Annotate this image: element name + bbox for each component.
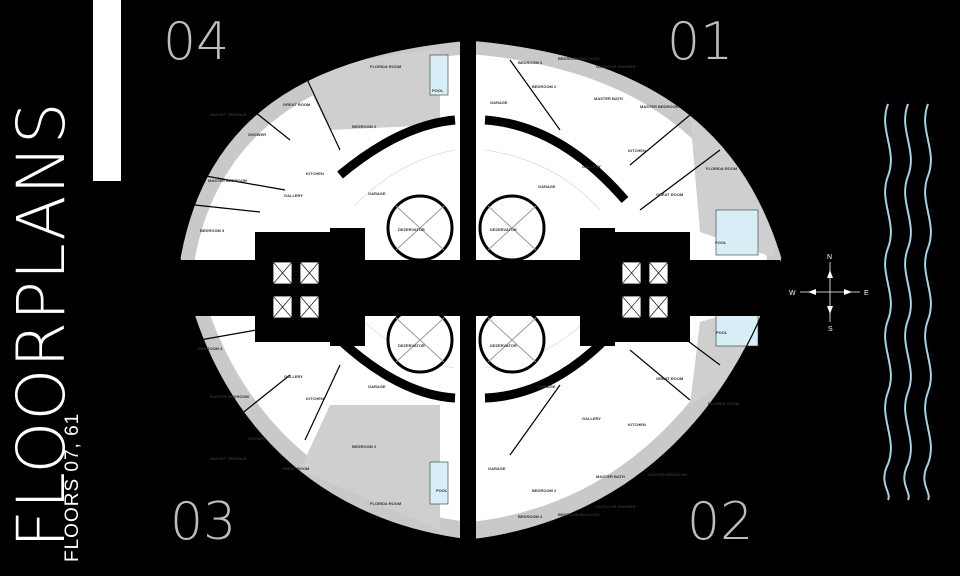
label-dezervator-04: DEZERVATOR: [398, 227, 425, 232]
label-gallery-02: GALLERY: [582, 416, 601, 421]
label-master-bedroom-03: MASTER BEDROOM: [210, 394, 250, 399]
compass-w: W: [789, 290, 796, 297]
unit-number-04: 04: [163, 12, 230, 72]
label-kitchen-02: KITCHEN: [628, 422, 646, 427]
label-master-bedroom-01: MASTER BEDROOM: [640, 104, 680, 109]
label-master-bath-02: MASTER BATH: [596, 474, 625, 479]
dezervator-02: [478, 306, 546, 374]
label-great-room-01: GREAT ROOM: [656, 192, 684, 197]
label-outdoor-shower-01: OUTDOOR SHOWER: [596, 64, 636, 69]
label-garage-side-01: GARAGE: [490, 100, 508, 105]
label-pool-02: POOL: [716, 330, 728, 335]
label-great-room-02: GREAT ROOM: [656, 376, 684, 381]
label-garage-side-02: GARAGE: [488, 466, 506, 471]
label-bedroom-2-03: BEDROOM 2: [352, 444, 377, 449]
label-shower-03: SHOWER: [248, 436, 266, 441]
label-bedroom-2-01: BEDROOM 2: [532, 84, 557, 89]
label-bedroom-balcony-02: BEDROOM BALCONY: [558, 512, 600, 517]
label-dezervator-02: DEZERVATOR: [490, 343, 517, 348]
label-kitchen-01: KITCHEN: [628, 148, 646, 153]
label-garage-01: GARAGE: [538, 184, 556, 189]
label-florida-room-01: FLORIDA ROOM: [706, 166, 738, 171]
label-sunset-terrace-04: SUNSET TERRACE: [210, 112, 247, 117]
label-bedroom-3-03: BEDROOM 3: [198, 346, 223, 351]
label-bedroom-3-04: BEDROOM 3: [200, 228, 225, 233]
label-sunset-terrace-03: SUNSET TERRACE: [210, 456, 247, 461]
label-pool-04: POOL: [432, 88, 444, 93]
dezervator-03: [386, 306, 454, 374]
dezervator-lifts: [386, 194, 546, 374]
label-florida-room-02: FLORIDA ROOM: [708, 401, 740, 406]
label-great-room-04: GREAT ROOM: [283, 102, 311, 107]
label-kitchen-03: KITCHEN: [306, 396, 324, 401]
label-bedroom-3-01: BEDROOM 3: [518, 60, 543, 65]
elevator-crosses: [272, 261, 669, 319]
unit-number-01: 01: [667, 12, 734, 72]
room-labels: GREAT ROOM MASTER BEDROOM BEDROOM 3 BEDR…: [198, 56, 740, 519]
label-garage-02: GARAGE: [538, 384, 556, 389]
label-garage-03: GARAGE: [368, 384, 386, 389]
label-florida-room-03: FLORIDA ROOM: [370, 501, 402, 506]
label-bedroom-balcony-01: BEDROOM BALCONY: [558, 56, 600, 61]
ocean-waves-icon: [883, 103, 932, 501]
label-master-bath-01: MASTER BATH: [594, 96, 623, 101]
label-master-bedroom-04: MASTER BEDROOM: [208, 178, 248, 183]
label-great-room-03: GREAT ROOM: [282, 466, 310, 471]
label-outdoor-shower-02: OUTDOOR SHOWER: [596, 504, 636, 509]
compass-n: N: [827, 254, 832, 261]
label-gallery-03: GALLERY: [284, 374, 303, 379]
unit-number-02: 02: [687, 492, 754, 552]
label-bedroom-3-02: BEDROOM 3: [518, 514, 543, 519]
label-pool-03: POOL: [436, 488, 448, 493]
building-outline: [179, 39, 783, 541]
label-florida-room-04: FLORIDA ROOM: [370, 64, 402, 69]
title-accent-bar: [93, 0, 121, 181]
label-gallery-04: GALLERY: [284, 193, 303, 198]
label-master-bedroom-02: MASTER BEDROOM: [648, 472, 688, 477]
compass-e: E: [864, 290, 869, 297]
label-gallery-01: GALLERY: [582, 164, 601, 169]
label-shower-04: SHOWER: [248, 132, 266, 137]
label-dezervator-01: DEZERVATOR: [490, 227, 517, 232]
label-kitchen-04: KITCHEN: [306, 171, 324, 176]
compass-s: S: [828, 326, 833, 333]
unit-number-03: 03: [170, 492, 237, 552]
label-bedroom-2-02: BEDROOM 2: [532, 488, 557, 493]
compass-rose: N E W S: [789, 254, 869, 333]
label-garage-04: GARAGE: [368, 191, 386, 196]
label-pool-01: POOL: [715, 240, 727, 245]
label-bedroom-2-04: BEDROOM 2: [352, 124, 377, 129]
label-dezervator-03: DEZERVATOR: [398, 343, 425, 348]
